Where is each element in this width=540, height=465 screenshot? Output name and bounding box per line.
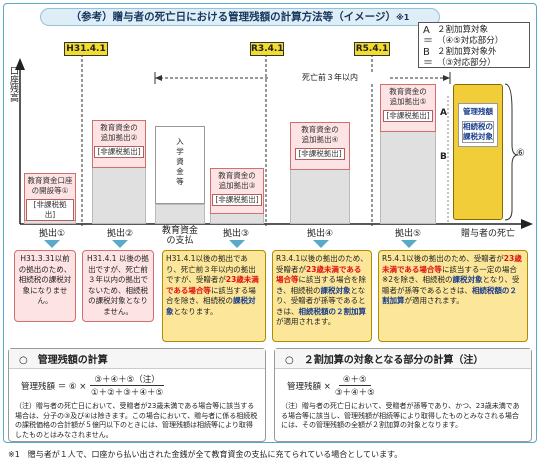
date-tag-r5: R5.4.1	[354, 42, 390, 56]
x-label-5: 拠出⑤	[394, 229, 422, 239]
segment-b-label: B	[440, 152, 447, 162]
within-3-years-label: 死亡前３年以内	[270, 72, 390, 83]
x-label-3: 拠出③	[222, 229, 250, 239]
info-contribution-3: H31.4.1以後の拠出であり、死亡前３年以内の拠出ですが、受贈者が23歳未満で…	[162, 250, 266, 342]
x-label-4: 拠出④	[306, 229, 334, 239]
bar-entrance-fund: 入学資金等	[155, 126, 205, 204]
arrow-2	[112, 240, 128, 248]
legend-box: A＝２割加算対象（④⑤対応部分） B＝２割加算対象外（③対応部分）	[418, 22, 530, 69]
label-contribution-4: 教育資金の追加拠出④ [非課税拠出]	[290, 122, 350, 170]
arrow-1	[44, 240, 60, 248]
footnote: ※1 贈与者が１人で、口座から払い出された金銭が全て教育資金の支払に充てられてい…	[8, 450, 403, 459]
arrow-3	[229, 240, 245, 248]
x-label-death: 贈与者の死亡	[460, 229, 515, 239]
calc-1-note: （注）贈与者の死亡日において、受贈者が23歳未満である場合等に該当する場合は、分…	[15, 402, 258, 439]
info-contribution-4: R3.4.1以後の拠出のため、受贈者が23歳未満である場合等に該当する場合を除き…	[272, 250, 372, 342]
info-contribution-2: H31.4.1 以後の拠出ですが、死亡前３年以内の拠出でないため、相続税の課税対…	[82, 250, 154, 322]
bar-entrance-fund-base	[155, 204, 205, 224]
calc-2-note: （注）贈与者の死亡日において、受贈者が孫等であり、かつ、23歳未満である場合等に…	[281, 402, 520, 429]
label-contribution-2: 教育資金の追加拠出② [非課税拠出]	[92, 120, 146, 168]
label-contribution-3: 教育資金の追加拠出③ [非課税拠出]	[210, 168, 264, 214]
date-tag-h31: H31.4.1	[64, 42, 108, 56]
diagram-axes	[15, 54, 533, 229]
outer-frame	[3, 3, 537, 443]
calc-1-formula: 管理残額 ＝ ⑥ × ③＋④＋⑤（注）①＋②＋③＋④＋⑤	[21, 375, 164, 398]
x-label-edu-payment: 教育資金の支払	[161, 226, 198, 246]
calc-2-title: ○ ２割加算の対象となる部分の計算（注）	[275, 349, 531, 369]
x-label-1: 拠出①	[38, 229, 66, 239]
date-tag-r3: R3.4.1	[250, 42, 284, 56]
y-axis-label: 口座残高	[8, 66, 18, 102]
calc-management-balance-section: ○ 管理残額の計算 管理残額 ＝ ⑥ × ③＋④＋⑤（注）①＋②＋③＋④＋⑤ （…	[8, 348, 266, 442]
x-label-2: 拠出②	[106, 229, 134, 239]
total-six-label: ⑥	[516, 148, 525, 159]
bar-management-balance: 管理残額 相続税の課税対象	[453, 84, 503, 220]
page-title: （参考）贈与者の死亡日における管理残額の計算方法等（イメージ）※1	[40, 8, 440, 26]
management-balance-label: 管理残額 相続税の課税対象	[458, 103, 498, 147]
label-contribution-1: 教育資金口座の開設等① [非課税拠出]	[24, 173, 76, 221]
info-contribution-1: H31.3.31以前の拠出のため、相続税の課税対象になりません。	[14, 250, 76, 322]
calc-1-title: ○ 管理残額の計算	[9, 349, 265, 369]
label-contribution-5: 教育資金の追加拠出⑤ [非課税拠出]	[380, 84, 436, 132]
info-contribution-5: R5.4.1以後の拠出のため、受贈者が23歳未満である場合等に該当する一定の場合…	[378, 250, 528, 342]
arrow-5	[401, 240, 417, 248]
arrow-4	[313, 240, 329, 248]
segment-a-label: A	[440, 108, 447, 118]
